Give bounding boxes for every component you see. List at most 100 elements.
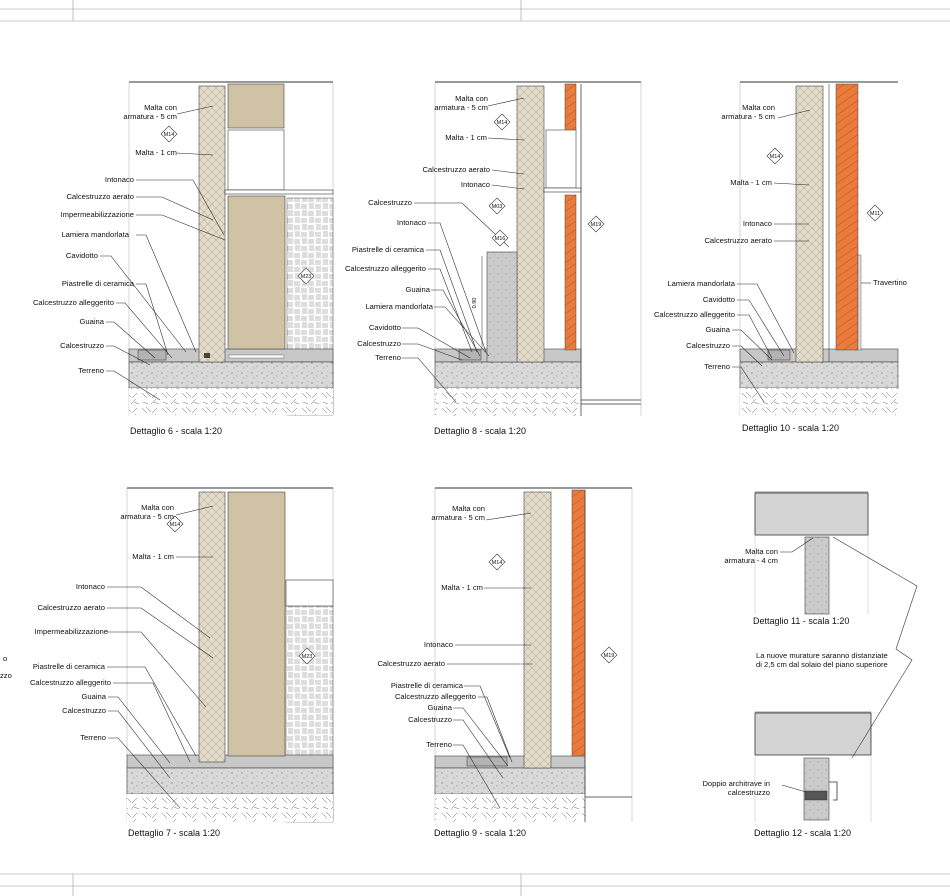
d6-label: Terreno xyxy=(78,366,104,375)
d8-label: Intonaco xyxy=(461,180,490,189)
d10-caption: Dettaglio 10 - scala 1:20 xyxy=(742,423,839,433)
d9-label: Terreno xyxy=(426,740,452,749)
note-connectors xyxy=(832,536,918,759)
detail-9 xyxy=(434,487,633,822)
d6-label: Impermeabilizzazione xyxy=(61,210,134,219)
d8-material-tag: M14 xyxy=(493,113,511,131)
d10-label: Calcestruzzo xyxy=(686,341,730,350)
detail-12 xyxy=(754,711,872,822)
d9-material-tag-text: M19 xyxy=(604,653,615,659)
d6-label: Calcestruzzo aerato xyxy=(66,192,134,201)
d9-label: Intonaco xyxy=(424,640,453,649)
d10-label: Malta - 1 cm xyxy=(730,178,772,187)
d8-label: Guaina xyxy=(406,285,431,294)
d7-material-tag: M23 xyxy=(298,647,316,665)
d8-label: Cavidotto xyxy=(369,323,401,332)
d8-label: Malta - 1 cm xyxy=(445,133,487,142)
detail-7 xyxy=(126,487,334,823)
d10-material-tag: M11 xyxy=(866,204,884,222)
d8-caption: Dettaglio 8 - scala 1:20 xyxy=(434,426,526,436)
d9-label: Guaina xyxy=(428,703,453,712)
d8-material-tag-text: M14 xyxy=(497,120,508,126)
d7-label: Guaina xyxy=(82,692,107,701)
d9-material-tag: M19 xyxy=(600,646,618,664)
d9-label: Calcestruzzo alleggerito xyxy=(395,692,476,701)
d7-caption: Dettaglio 7 - scala 1:20 xyxy=(128,828,220,838)
d6-label: Intonaco xyxy=(105,175,134,184)
d9-label: Calcestruzzo xyxy=(408,715,452,724)
d10-label: Travertino xyxy=(873,278,907,287)
d8-material-tag-text: M16 xyxy=(495,236,506,242)
d6-label: Guaina xyxy=(80,317,105,326)
d10-label: Calcestruzzo alleggerito xyxy=(654,310,735,319)
detail-captions: Dettaglio 6 - scala 1:20 Dettaglio 8 - sc… xyxy=(128,423,851,838)
d6-material-tag-text: M23 xyxy=(301,274,312,280)
d9-label: Malta - 1 cm xyxy=(441,583,483,592)
d8-material-tag: M03 xyxy=(488,197,506,215)
d6-material-tag-text: M14 xyxy=(164,132,175,138)
d8-material-tag-text: M19 xyxy=(591,222,602,228)
detail-6 xyxy=(128,81,334,416)
edge-fragment: o xyxy=(3,654,7,663)
d8-label: Calcestruzzo alleggerito xyxy=(345,264,426,273)
d12-caption: Dettaglio 12 - scala 1:20 xyxy=(754,828,851,838)
d6-label: Piastrelle di ceramica xyxy=(62,279,135,288)
detail-10 xyxy=(739,81,899,415)
d11-caption: Dettaglio 11 - scala 1:20 xyxy=(753,616,849,626)
detail-8 xyxy=(434,81,642,416)
d6-label: Calcestruzzo xyxy=(60,341,104,350)
d6-label: Malta - 1 cm xyxy=(135,148,177,157)
d6-label: Cavidotto xyxy=(66,251,98,260)
d9-label: Piastrelle di ceramica xyxy=(391,681,464,690)
d9-caption: Dettaglio 9 - scala 1:20 xyxy=(434,828,526,838)
d8-label: Lamiera mandorlata xyxy=(365,302,433,311)
d9-material-tag: M14 xyxy=(488,553,506,571)
d6-material-tag: M23 xyxy=(297,267,315,285)
d7-material-tag: M14 xyxy=(166,515,184,533)
d7-label: Terreno xyxy=(80,733,106,742)
d10-material-tag: M14 xyxy=(766,147,784,165)
d7-material-tag-text: M14 xyxy=(170,522,181,528)
d9-label: Calcestruzzo aerato xyxy=(377,659,445,668)
d7-label: Calcestruzzo alleggerito xyxy=(30,678,111,687)
detail-11 xyxy=(754,491,869,615)
d8-material-tag: M19 xyxy=(587,215,605,233)
d10-material-tag-text: M11 xyxy=(870,211,880,217)
d7-label: Calcestruzzo aerato xyxy=(37,603,105,612)
d8-label: Calcestruzzo xyxy=(357,339,401,348)
d8-label: Calcestruzzo xyxy=(368,198,412,207)
d6-caption: Dettaglio 6 - scala 1:20 xyxy=(130,426,222,436)
d6-label: Calcestruzzo alleggerito xyxy=(33,298,114,307)
d10-label: Cavidotto xyxy=(703,295,735,304)
d10-label: Terreno xyxy=(704,362,730,371)
d8-label: Piastrelle di ceramica xyxy=(352,245,425,254)
d10-label: Intonaco xyxy=(743,219,772,228)
d10-label: Calcestruzzo aerato xyxy=(704,236,772,245)
d10-label: Guaina xyxy=(706,325,731,334)
leader-lines xyxy=(100,97,871,809)
d8-material-tag-text: M03 xyxy=(492,204,503,210)
d7-label: Malta - 1 cm xyxy=(132,552,174,561)
d8-label: Calcestruzzo aerato xyxy=(422,165,490,174)
d7-label: Piastrelle di ceramica xyxy=(33,662,106,671)
d10-label: Lamiera mandorlata xyxy=(667,279,735,288)
d7-label: Calcestruzzo xyxy=(62,706,106,715)
d7-material-tag-text: M23 xyxy=(302,654,313,660)
edge-fragment: zzo xyxy=(0,671,12,680)
d6-material-tag: M14 xyxy=(160,125,178,143)
d10-material-tag-text: M14 xyxy=(770,154,781,160)
d8-label: Intonaco xyxy=(397,218,426,227)
d6-label: Lamiera mandorlata xyxy=(61,230,129,239)
d7-label: Impermeabilizzazione xyxy=(35,627,108,636)
